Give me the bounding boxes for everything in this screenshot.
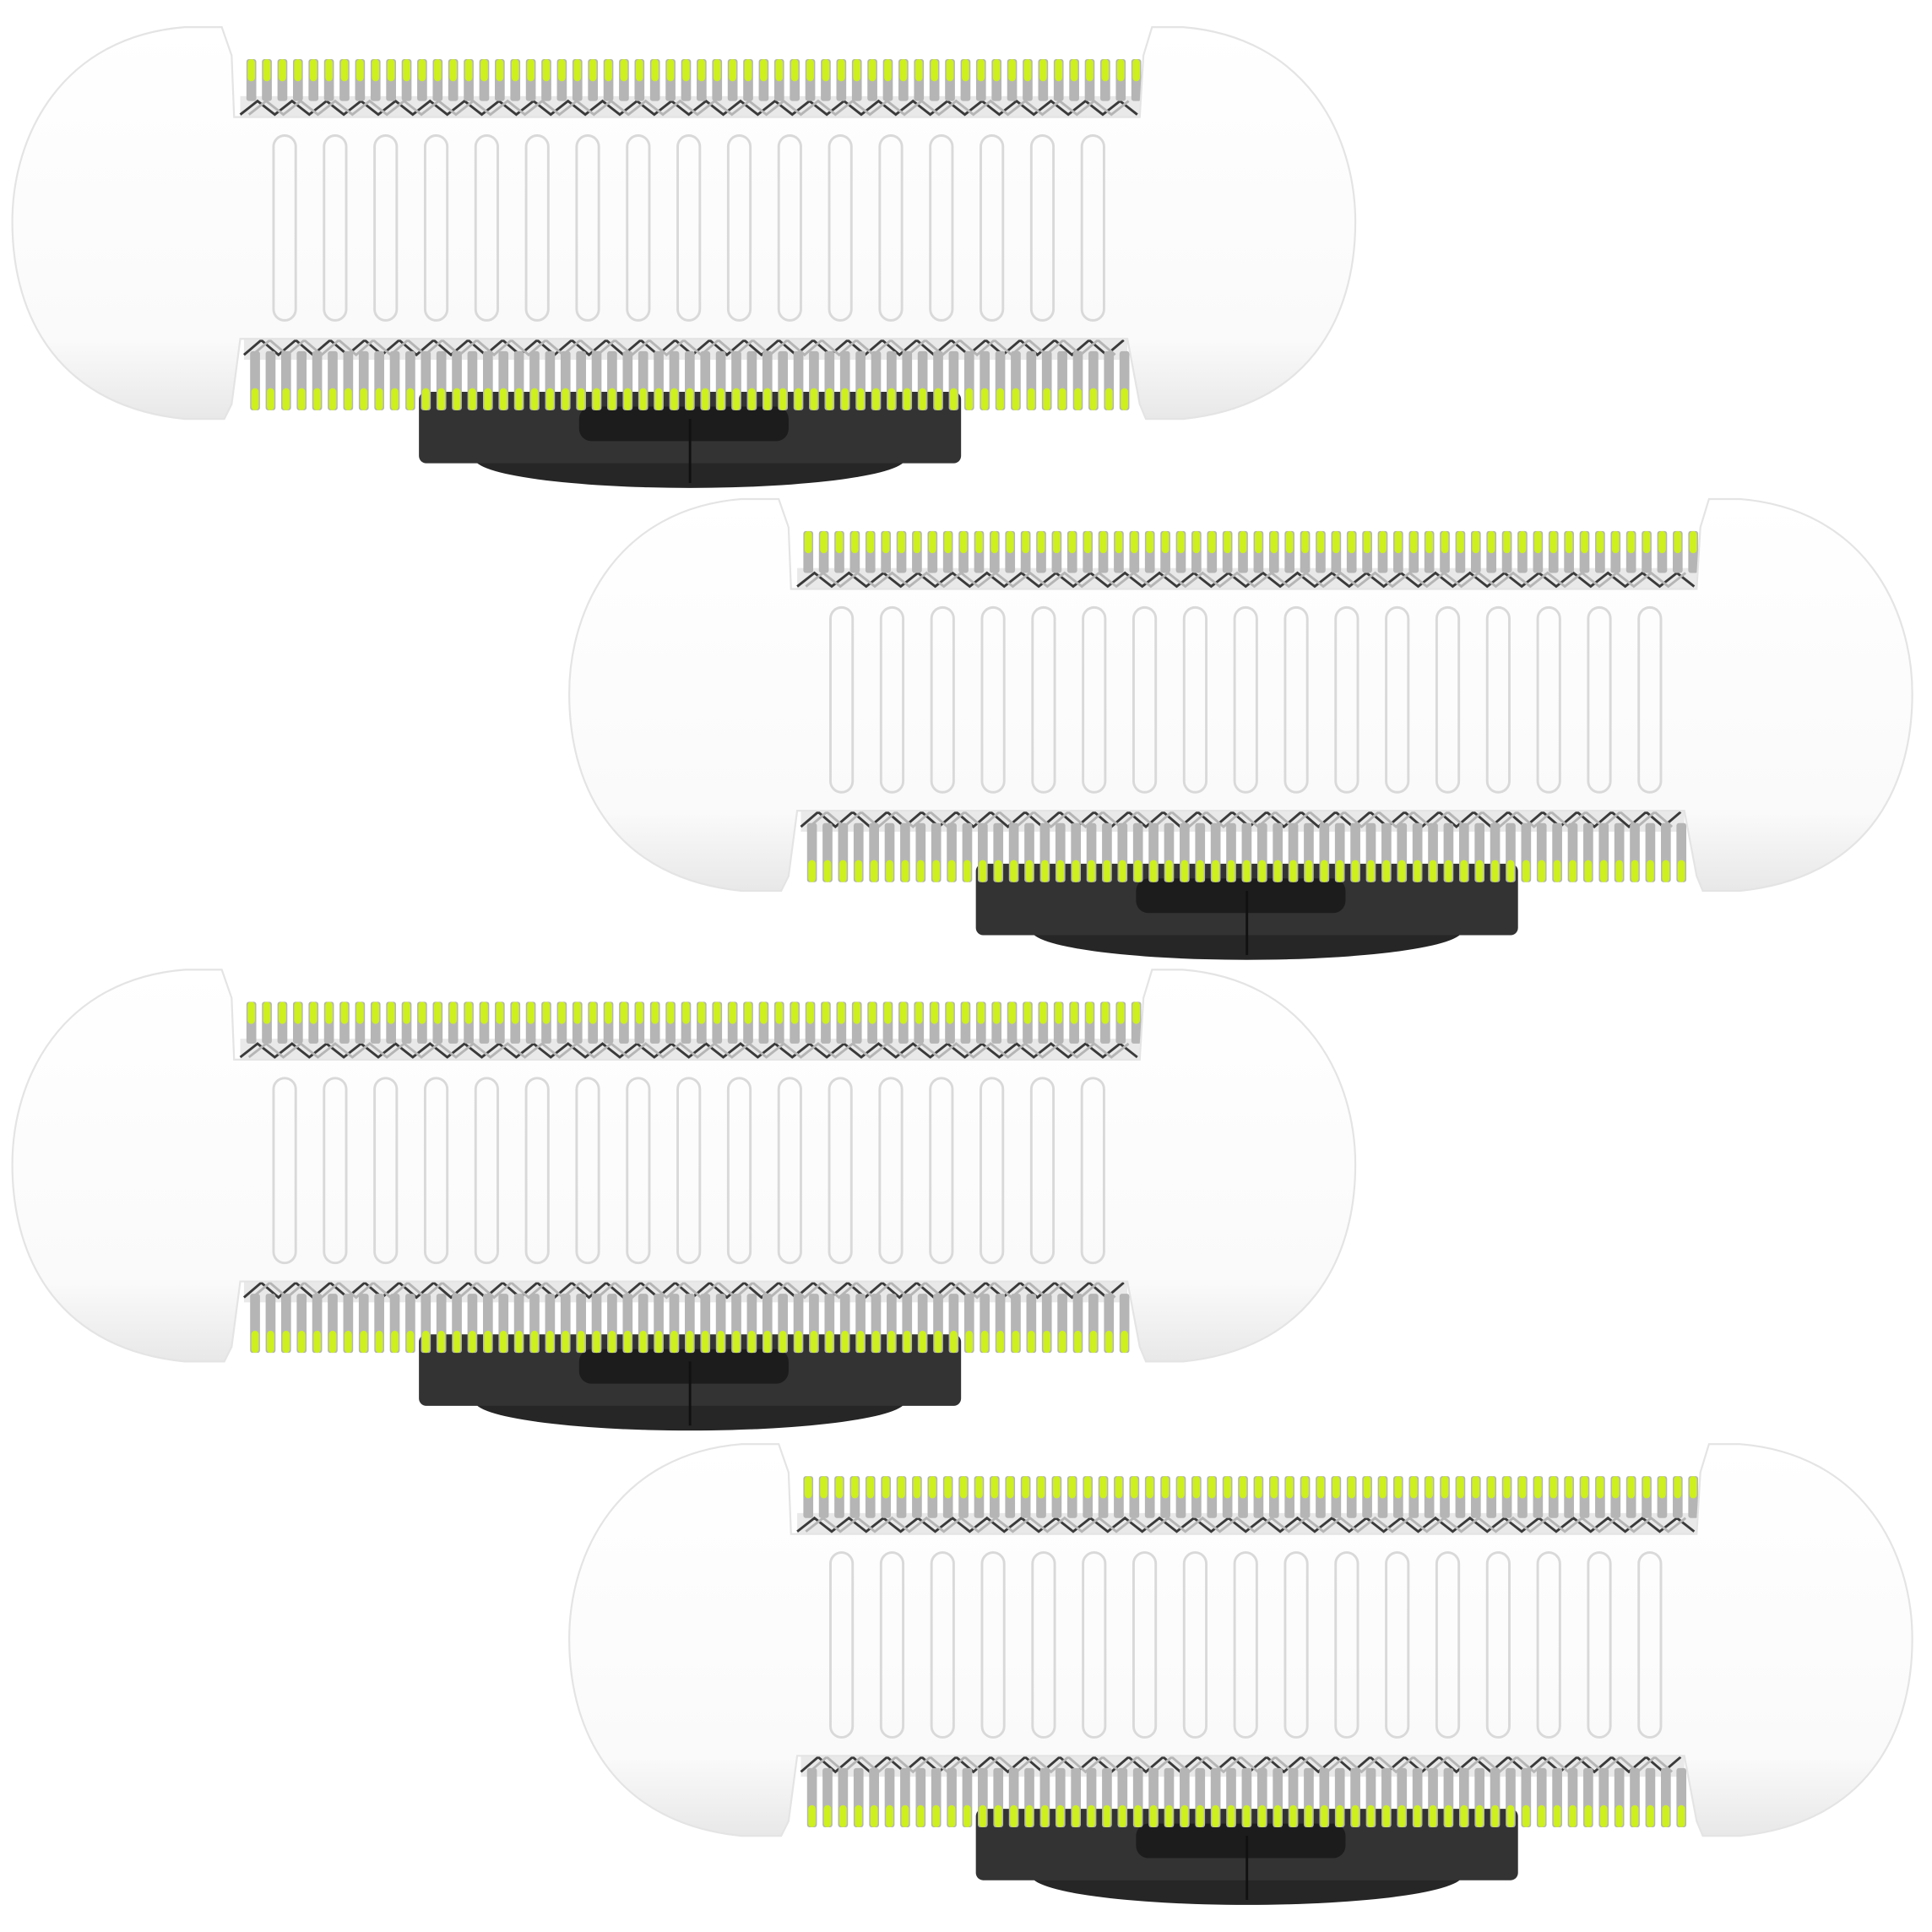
cartridge-head-1 bbox=[11, 25, 1357, 490]
cartridge-head-4 bbox=[567, 1442, 1914, 1907]
cartridge-head-2 bbox=[567, 497, 1914, 962]
cartridge-head-3 bbox=[11, 968, 1357, 1432]
